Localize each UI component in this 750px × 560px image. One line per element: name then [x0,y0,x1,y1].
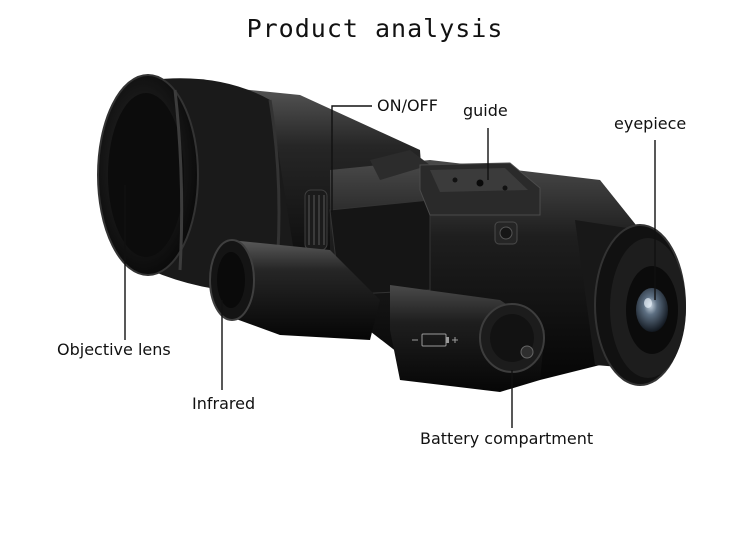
label-eyepiece: eyepiece [614,114,687,133]
eyepiece-assembly [575,220,686,386]
callout-lines [124,105,656,428]
top-rail [419,162,541,245]
battery-compartment [390,285,545,392]
label-battery-compartment: Battery compartment [420,429,594,448]
label-on-off: ON/OFF [377,96,438,115]
page-title: Product analysis [246,14,504,43]
on-off-leader [331,105,372,212]
infrared-illuminator [209,239,380,340]
focus-ring [304,189,328,251]
label-objective-lens: Objective lens [57,340,171,359]
label-guide: guide [463,101,508,120]
label-infrared: Infrared [192,394,256,413]
